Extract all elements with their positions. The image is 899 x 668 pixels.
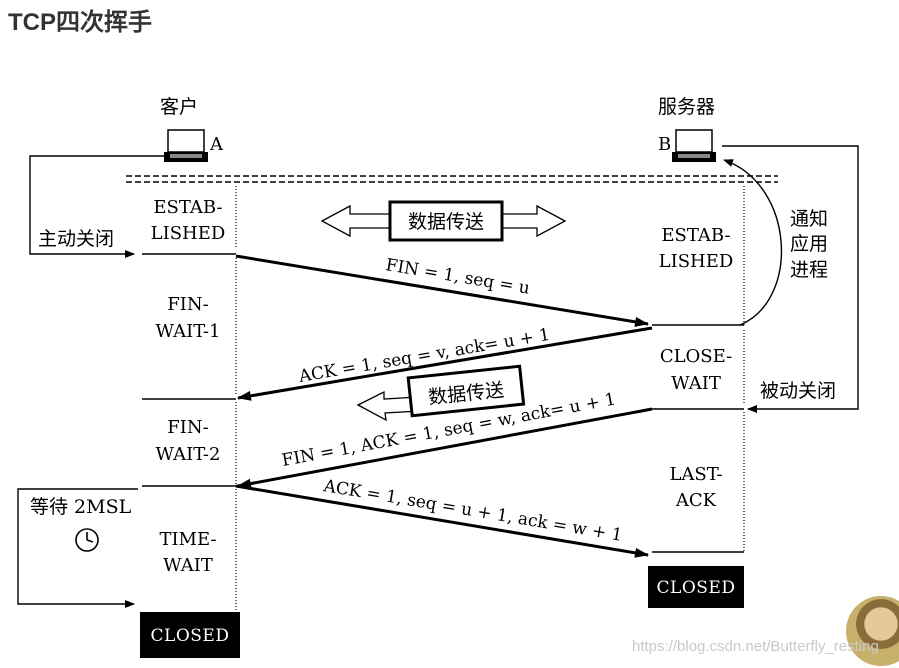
wait-2msl-label: 等待 2MSL [30, 496, 132, 518]
client-state-fin-wait-1-a: FIN- [167, 294, 208, 315]
server-state-established-1: ESTAB- [661, 225, 730, 246]
passive-close-label: 被动关闭 [760, 380, 836, 402]
notify-app-label-2: 应用 [790, 233, 828, 255]
client-state-fin-wait-2-a: FIN- [167, 417, 208, 438]
wait-2msl-connector [17, 488, 138, 608]
data-transfer-label-1: 数据传送 [408, 211, 484, 233]
active-close-label: 主动关闭 [38, 228, 114, 250]
ack-2-arrow [235, 484, 649, 558]
data-transfer-arrow-1 [320, 200, 567, 242]
server-label: 服务器 [658, 96, 715, 118]
server-state-close-wait-b: WAIT [671, 373, 721, 394]
clock-icon [75, 528, 99, 552]
server-state-separators [652, 324, 744, 553]
notify-app-label-3: 进程 [790, 259, 828, 281]
data-transfer-arrow-2 [356, 364, 526, 422]
active-close-connector [29, 155, 164, 258]
server-closed-box [648, 566, 744, 608]
client-state-established-1: ESTAB- [153, 197, 222, 218]
message-4-label: ACK = 1, seq = u + 1, ack = w + 1 [321, 476, 624, 546]
fin-1-arrow [235, 254, 649, 327]
watermark: https://blog.csdn.net/Butterfly_resting [632, 638, 879, 655]
fin-2-arrow [237, 407, 653, 489]
client-state-fin-wait-2-b: WAIT-2 [156, 444, 221, 465]
notify-app-label-1: 通知 [790, 208, 828, 230]
notify-app-connector [723, 159, 783, 326]
server-state-last-ack-b: ACK [675, 490, 717, 511]
ack-1-arrow [237, 326, 653, 401]
avatar [846, 596, 899, 666]
server-state-close-wait-a: CLOSE- [660, 346, 732, 367]
client-state-time-wait-a: TIME- [159, 529, 216, 550]
client-state-separators [142, 253, 236, 487]
server-state-established-2: LISHED [659, 251, 734, 272]
computer-icon [672, 129, 716, 162]
client-state-fin-wait-1-b: WAIT-1 [156, 321, 221, 342]
passive-close-connector [722, 145, 859, 413]
server-closed-label: CLOSED [657, 578, 736, 598]
client-closed-label: CLOSED [151, 626, 230, 646]
client-host-letter: A [209, 134, 224, 155]
client-state-time-wait-b: WAIT [163, 555, 213, 576]
client-state-established-2: LISHED [151, 223, 226, 244]
server-host-letter: B [658, 134, 671, 155]
client-label: 客户 [160, 96, 198, 118]
computer-icon [164, 129, 208, 162]
client-closed-box [140, 612, 240, 658]
page-title: TCP四次挥手 [8, 9, 152, 36]
server-state-last-ack-a: LAST- [669, 464, 722, 485]
